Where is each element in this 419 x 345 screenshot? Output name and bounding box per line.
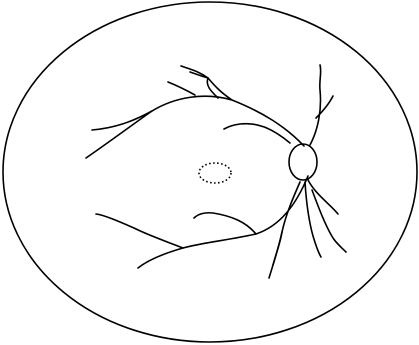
inferior-arcade-vessel (138, 176, 308, 268)
nasal-inferior-vessel (312, 190, 346, 252)
inferior-vessel-branch (96, 214, 183, 248)
inferior-vessel-branch (194, 213, 256, 234)
nasal-superior-vessel (310, 65, 321, 145)
nasal-inferior-vessel (308, 180, 338, 214)
nasal-superior-vessel (316, 96, 333, 118)
optic-disc (289, 144, 317, 180)
inferior-vessel-branch (273, 232, 282, 265)
superior-vessel-branch (168, 82, 195, 95)
superior-vessel-branch (224, 124, 290, 143)
superior-vessel-branch (181, 66, 208, 78)
superior-vessel-branch (86, 111, 152, 158)
macula-fovea (199, 163, 231, 183)
superior-arcade-vessel (92, 96, 304, 146)
retina-outline (3, 2, 417, 342)
